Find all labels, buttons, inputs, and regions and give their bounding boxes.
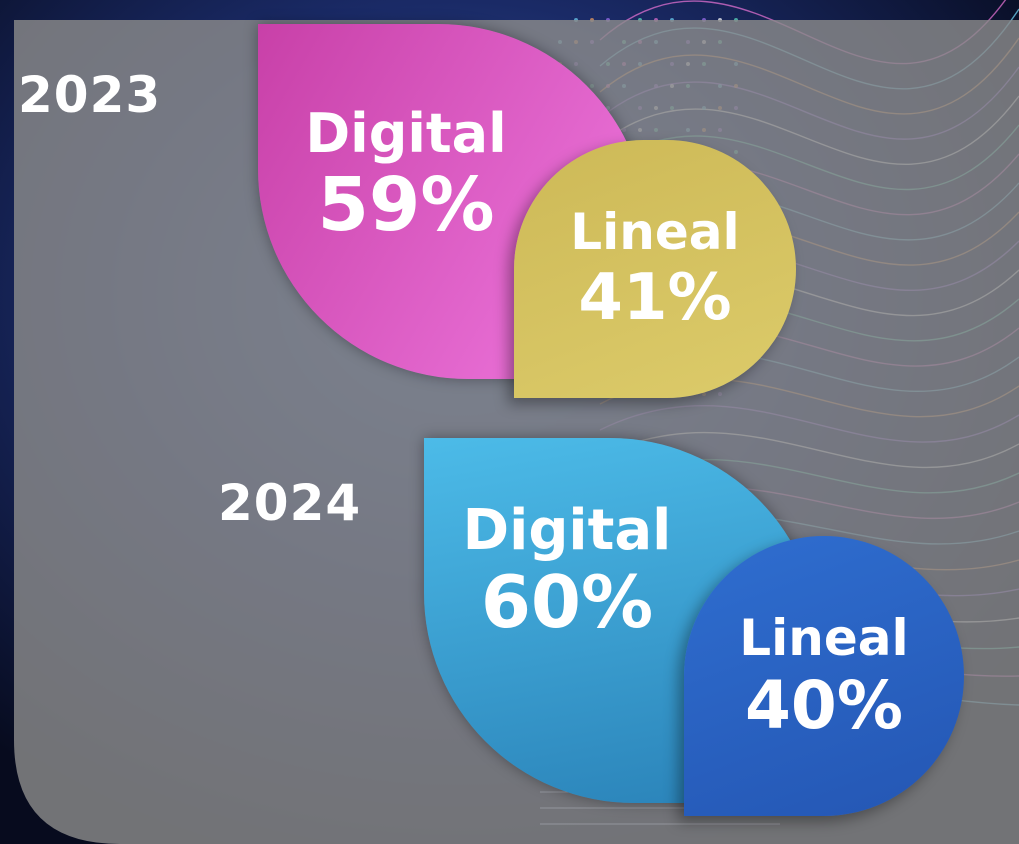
slice-2024-digital-label: Digital <box>462 498 672 563</box>
slice-2023-digital-label: Digital <box>305 102 507 165</box>
slice-2024-lineal: Lineal 40% <box>684 536 964 816</box>
year-2024-label: 2024 <box>218 474 362 532</box>
slice-2024-lineal-value: 40% <box>745 666 903 744</box>
slice-2023-digital-value: 59% <box>317 161 495 248</box>
slice-2023-lineal-value: 41% <box>578 260 732 335</box>
slice-2023-lineal: Lineal 41% <box>514 140 796 398</box>
slice-2024-lineal-label: Lineal <box>739 609 909 668</box>
slice-2024-digital-value: 60% <box>480 559 654 644</box>
year-2023-label: 2023 <box>18 66 162 124</box>
slice-2023-lineal-label: Lineal <box>570 203 740 262</box>
